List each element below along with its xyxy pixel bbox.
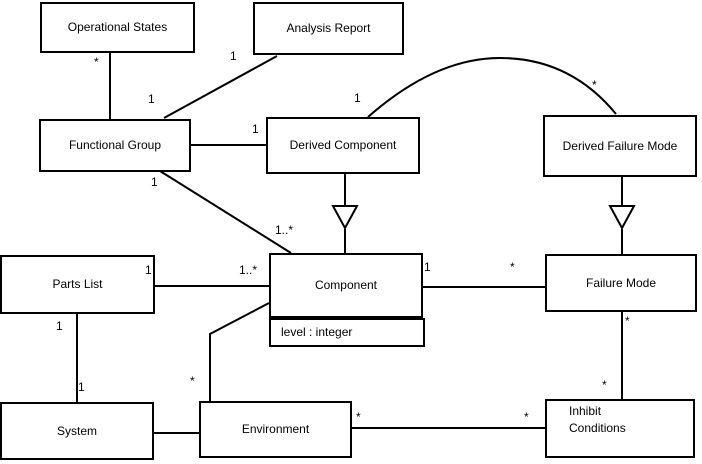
multiplicity-label: 1..* (239, 263, 258, 277)
class-component: Component (269, 253, 423, 318)
class-system: System (0, 402, 154, 460)
class-name: Operational States (67, 20, 168, 34)
multiplicity-label: * (356, 410, 361, 424)
multiplicity-label: 1 (354, 91, 361, 105)
attribute-text: level : integer (281, 325, 353, 339)
class-environment: Environment (199, 401, 352, 458)
multiplicity-label: * (94, 55, 99, 69)
association-derived-component-derived-failure-mode-arc (367, 56, 617, 118)
multiplicity-label: * (510, 260, 515, 274)
multiplicity-label: * (524, 410, 529, 424)
class-name: Component (314, 278, 378, 292)
multiplicity-label: * (602, 378, 607, 392)
generalization-triangle-icon (608, 205, 636, 231)
class-failure-mode: Failure Mode (545, 254, 697, 312)
class-component-attributes: level : integer (269, 318, 425, 347)
multiplicity-label: 1 (151, 175, 158, 189)
class-name: Derived Failure Mode (562, 138, 678, 153)
multiplicity-label: 1 (230, 49, 237, 63)
association-component-environment-line (209, 302, 270, 401)
multiplicity-label: * (190, 374, 195, 388)
class-functional-group: Functional Group (39, 119, 191, 172)
class-derived-component: Derived Component (266, 117, 420, 174)
multiplicity-label: 1..* (275, 223, 294, 237)
multiplicity-label: 1 (56, 319, 63, 333)
multiplicity-label: 1 (148, 92, 155, 106)
class-name: Environment (241, 422, 310, 436)
generalization-triangle-icon (331, 205, 359, 231)
multiplicity-label: 1 (252, 122, 259, 136)
association-analysis-report-functional-group-line (163, 55, 278, 119)
class-analysis-report: Analysis Report (253, 2, 404, 55)
multiplicity-label: 1 (78, 380, 85, 394)
class-name: Parts List (52, 277, 103, 291)
class-inhibit-conditions: Inhibit Conditions (545, 399, 695, 458)
class-name: System (56, 423, 97, 438)
class-name: Functional Group (68, 138, 162, 152)
class-parts-list: Parts List (0, 255, 155, 314)
class-derived-failure-mode: Derived Failure Mode (543, 115, 697, 177)
class-name: Inhibit Conditions (569, 404, 626, 436)
class-operational-states: Operational States (40, 2, 195, 53)
multiplicity-label: 1 (424, 260, 431, 274)
class-name: Derived Component (289, 138, 397, 152)
class-name: Analysis Report (286, 21, 371, 35)
multiplicity-label: 1 (145, 263, 152, 277)
multiplicity-label: * (625, 314, 630, 328)
multiplicity-label: * (592, 78, 597, 92)
class-name: Failure Mode (585, 275, 657, 290)
association-functional-group-component-line (159, 170, 292, 254)
